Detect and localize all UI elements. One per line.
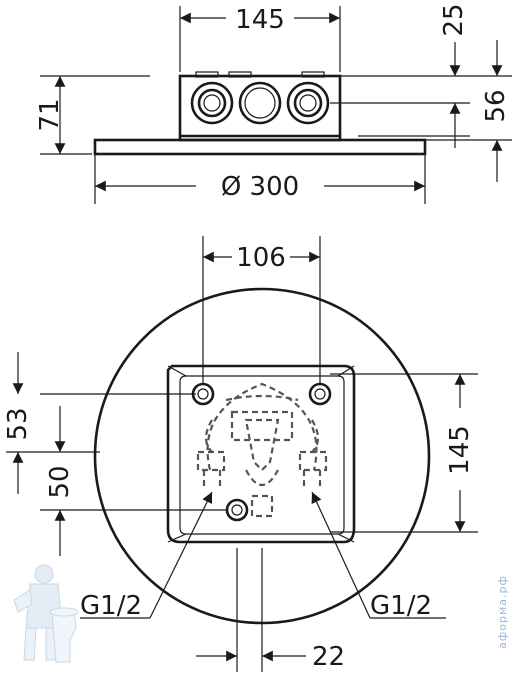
label-connection-left: G1/2	[80, 591, 142, 621]
port-left-icon	[190, 81, 234, 125]
screw-hole-top-right-icon	[308, 382, 332, 406]
valve-body-hidden-lines	[196, 382, 328, 518]
plumber-logo	[13, 564, 79, 663]
dim-height-left: 71	[35, 98, 65, 131]
dim-top-width: 145	[235, 5, 285, 35]
dim-right-145: 145	[445, 425, 475, 475]
port-right-icon	[286, 81, 330, 125]
dim-bottom-22: 22	[312, 642, 345, 672]
dim-spacing-106: 106	[236, 243, 286, 273]
dim-left-upper: 53	[3, 407, 33, 440]
dim-height-right: 56	[481, 89, 511, 122]
dim-left-lower: 50	[45, 465, 75, 498]
watermark-text: аформа.рф	[496, 575, 509, 649]
valve-body-side	[178, 74, 342, 142]
cover-plate-side	[93, 138, 427, 156]
port-center-icon	[238, 81, 282, 125]
dim-top-offset: 25	[439, 3, 469, 36]
screw-hole-bottom-icon	[225, 498, 249, 522]
side-view: 145 71 25 56 Ø 300	[35, 3, 512, 204]
label-connection-right: G1/2	[370, 591, 432, 621]
dim-diameter: Ø 300	[221, 172, 299, 202]
front-view: 106 145 53 50 G1/2 G1/2 22	[3, 236, 478, 672]
